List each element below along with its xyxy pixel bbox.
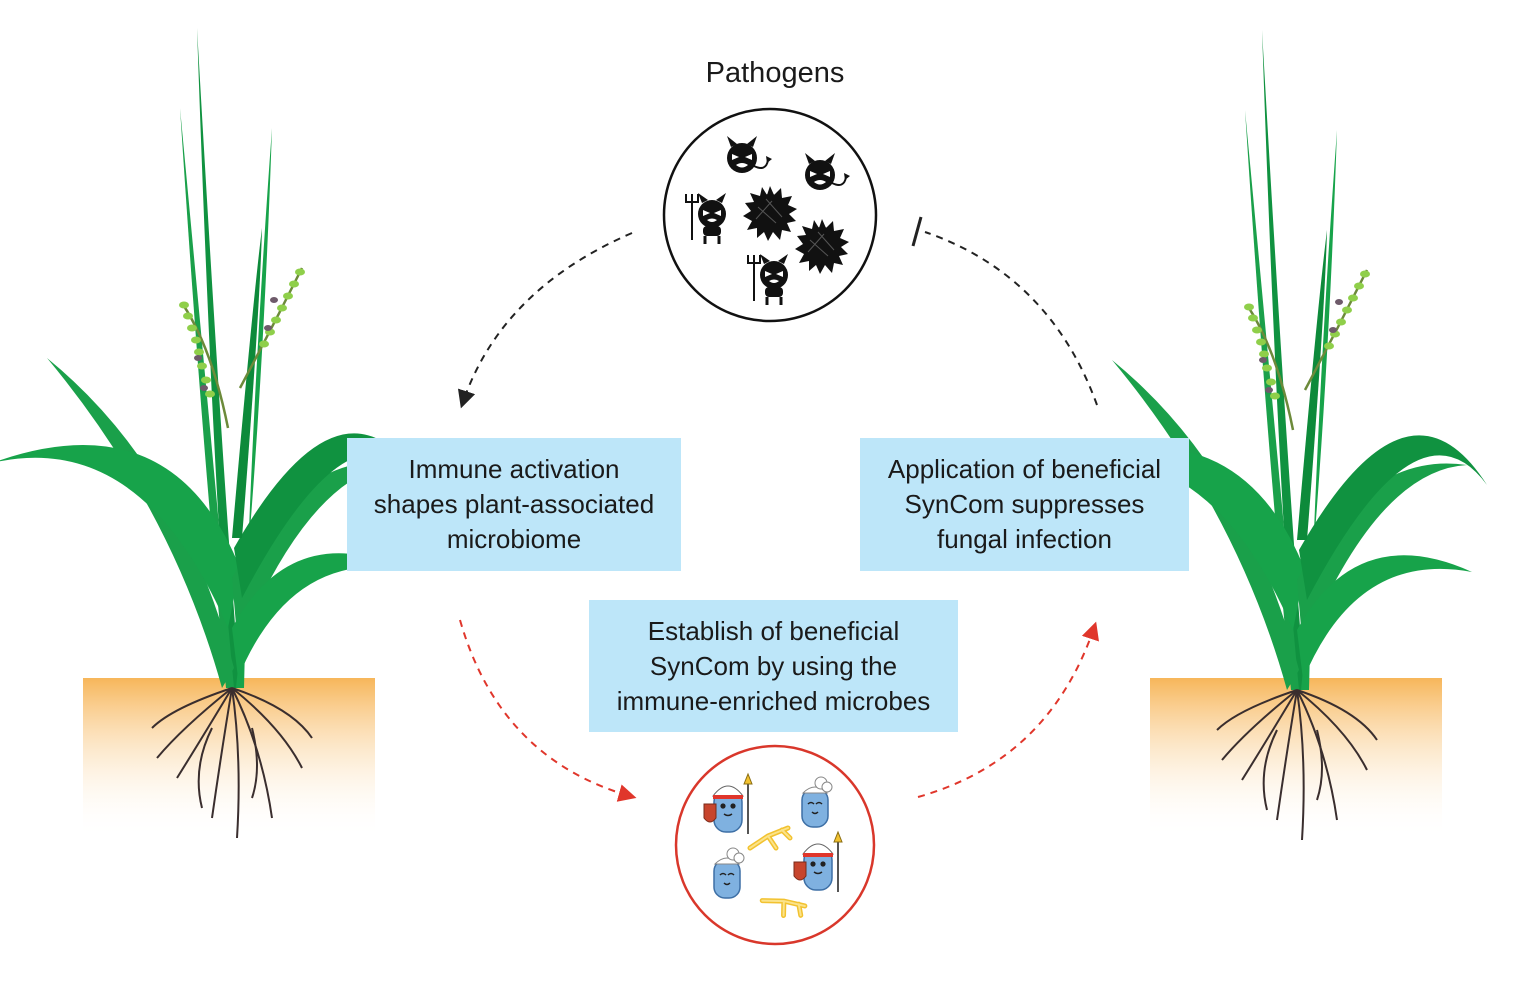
establish-box-line: SynCom by using the — [649, 650, 898, 681]
immune-box-line: microbiome — [446, 524, 582, 554]
application-syncom-box: Application of beneficial SynCom suppres… — [860, 438, 1189, 571]
syncom-to-application-arrow — [917, 621, 1099, 798]
pathogen-devil-trident-icon — [746, 252, 790, 307]
pathogen-devil-trident-icon — [684, 191, 728, 246]
immune-box-line: Immune activation — [408, 454, 620, 484]
application-box-line: fungal infection — [937, 524, 1112, 554]
immune-to-syncom-arrow — [459, 619, 637, 802]
immune-box-line: shapes plant-associated — [373, 489, 655, 519]
application-box-line: SynCom suppresses — [904, 489, 1145, 519]
pathogen-to-immune-arrow — [457, 232, 633, 409]
application-box-line: Application of beneficial — [887, 454, 1162, 484]
establish-syncom-box: Establish of beneficial SynCom by using … — [589, 600, 958, 732]
pathogens-title: Pathogens — [705, 57, 845, 89]
immune-activation-box: Immune activation shapes plant-associate… — [347, 438, 681, 571]
inhibition-bar — [911, 216, 923, 247]
inhibition-arrow — [924, 231, 1098, 406]
establish-box-line: Establish of beneficial — [647, 615, 900, 646]
establish-box-line: immune-enriched microbes — [616, 685, 931, 716]
right-soil — [1150, 678, 1442, 838]
